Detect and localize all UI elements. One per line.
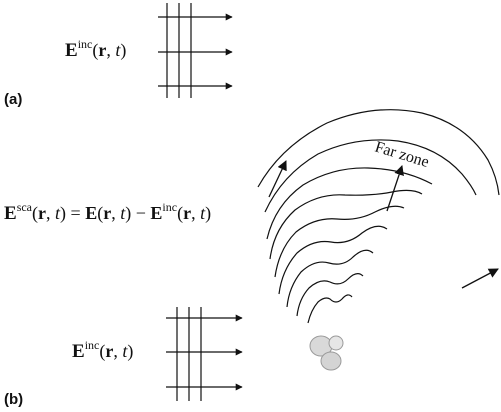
wavefront-arc bbox=[296, 273, 364, 317]
wavefront-arc bbox=[286, 249, 374, 308]
wavefront-arc bbox=[257, 109, 500, 196]
scatterer-particles bbox=[309, 335, 344, 371]
outward-arrow bbox=[461, 268, 499, 289]
field-args: (r, t) bbox=[92, 40, 126, 61]
field-symbol: E bbox=[65, 40, 78, 61]
panel-label-a: (a) bbox=[4, 91, 22, 108]
wavefront-arc bbox=[307, 294, 353, 324]
field-superscript: inc bbox=[78, 37, 93, 51]
incident-wave-grid-a bbox=[158, 3, 233, 98]
panel-a: Einc(r, t) (a) bbox=[4, 3, 233, 108]
wavefront-arc bbox=[264, 139, 477, 213]
incident-field-label-b: Einc(r, t) bbox=[72, 338, 133, 362]
incident-wave-grid-b bbox=[166, 307, 243, 401]
wavefront-arc bbox=[269, 189, 423, 260]
wavefront-arc bbox=[266, 167, 433, 240]
field-superscript: inc bbox=[85, 338, 100, 352]
scatterer-blob bbox=[328, 335, 344, 351]
scattered-field-equation: Esca(r, t) = E(r, t) − Einc(r, t) bbox=[4, 200, 211, 224]
panel-label-b: (b) bbox=[4, 391, 23, 408]
outward-arrow bbox=[386, 165, 404, 212]
scattered-superscript: sca bbox=[17, 200, 33, 214]
scattered-wavefronts bbox=[257, 109, 500, 324]
wavefront-arc bbox=[278, 225, 388, 295]
panel-b: Esca(r, t) = E(r, t) − Einc(r, t) Far zo… bbox=[4, 109, 500, 408]
incident-field-label-a: Einc(r, t) bbox=[65, 37, 126, 61]
outward-arrow bbox=[268, 160, 287, 198]
scatterer-blob bbox=[320, 351, 342, 371]
field-symbol: E bbox=[72, 341, 85, 362]
far-zone-arrows bbox=[268, 160, 499, 289]
field-args: (r, t) bbox=[99, 341, 133, 362]
wavefront-arc bbox=[274, 205, 405, 278]
